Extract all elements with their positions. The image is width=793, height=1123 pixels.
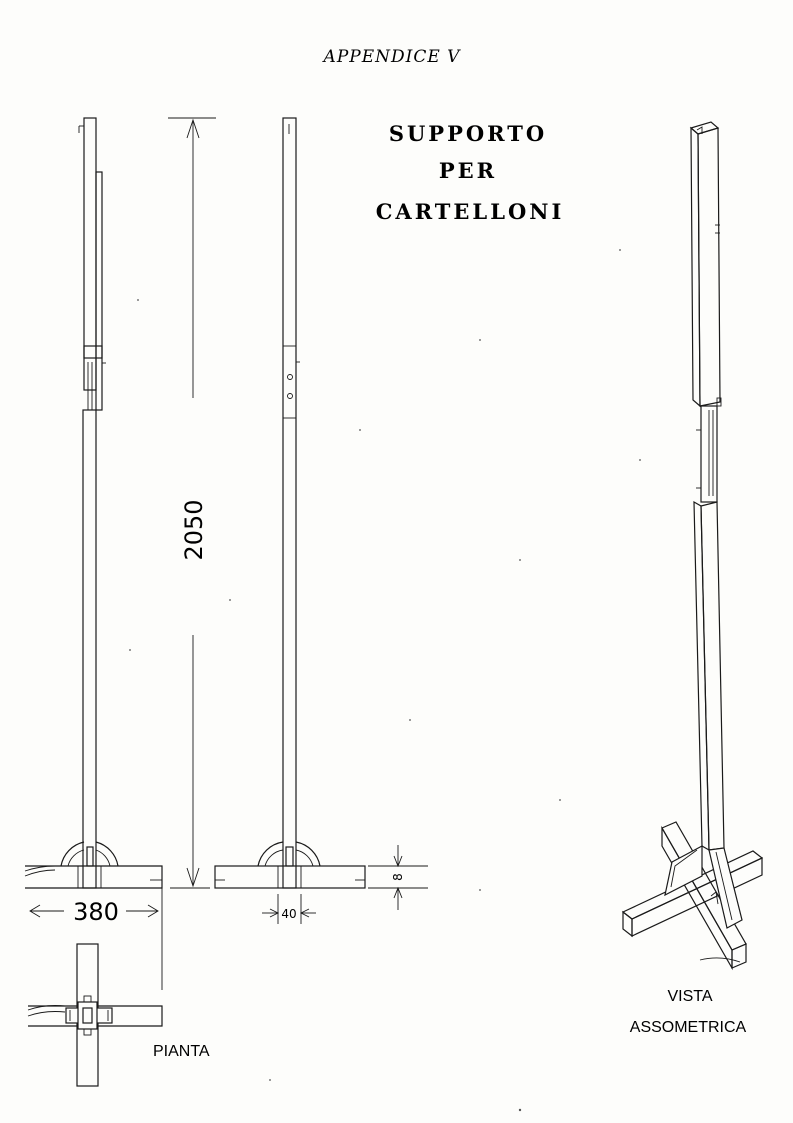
side-elevation-view bbox=[24, 117, 163, 889]
iso-label-line-2: ASSOMETRICA bbox=[630, 1019, 747, 1036]
iso-lower-post bbox=[693, 500, 710, 852]
lower-post bbox=[82, 409, 97, 889]
plan-label: PIANTA bbox=[153, 1043, 210, 1060]
appendix-heading: APPENDICE V bbox=[322, 47, 462, 67]
base-width-value: 380 bbox=[73, 898, 119, 926]
sliding-bracket bbox=[95, 171, 103, 411]
front-base-beam bbox=[214, 865, 366, 889]
post-width-dimension: 40 bbox=[262, 894, 316, 924]
drawing-title: SUPPORTO PER CARTELLONI bbox=[376, 121, 565, 224]
post-width-value: 40 bbox=[281, 907, 296, 921]
foot-height-dimension: 8 bbox=[368, 845, 428, 910]
upper-post bbox=[83, 117, 97, 391]
front-elevation-view bbox=[214, 117, 366, 889]
height-dimension: 2050 bbox=[168, 117, 216, 889]
height-value: 2050 bbox=[180, 499, 208, 560]
iso-bracket-front bbox=[708, 847, 743, 929]
foot-height-value: 8 bbox=[391, 873, 405, 881]
iso-label-line-1: VISTA bbox=[667, 988, 712, 1005]
iso-bracket-left bbox=[664, 845, 703, 897]
paper-specks bbox=[129, 249, 641, 1112]
title-line-2: PER bbox=[439, 158, 497, 183]
title-line-3: CARTELLONI bbox=[376, 199, 565, 224]
isometric-view: VISTA ASSOMETRICA bbox=[621, 121, 764, 1036]
title-line-1: SUPPORTO bbox=[389, 121, 547, 146]
iso-sliding-bracket bbox=[700, 405, 718, 503]
front-post bbox=[282, 117, 297, 889]
base-width-dimension: 380 bbox=[29, 888, 163, 990]
base-beam bbox=[25, 865, 163, 889]
base-bracket bbox=[60, 841, 85, 867]
plan-view: PIANTA bbox=[27, 943, 210, 1087]
